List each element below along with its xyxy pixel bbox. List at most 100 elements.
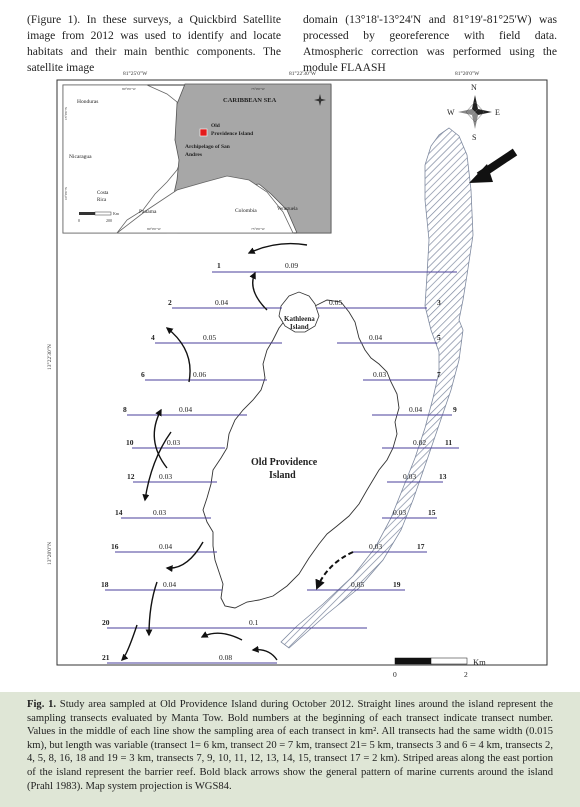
transect-10-number: 10 [126,438,134,447]
transect-21-number: 21 [102,653,110,662]
scale-bar [394,657,468,665]
inset-venezuela: Venezuela [277,207,298,212]
transect-8-value: 0.04 [179,405,192,414]
transect-19-number: 19 [393,580,401,589]
transect-21-value: 0.08 [219,653,232,662]
transect-6-value: 0.06 [193,370,206,379]
inset-archipelago-1: Archipelago of San [185,144,230,150]
scale-label-0: 0 [393,670,397,679]
inset-providence-island: Providence Island [211,131,253,137]
transect-2-number: 2 [168,298,172,307]
transect-13-value: 0.03 [403,472,416,481]
inset-map: CARIBBEAN SEA Honduras Nicaragua Costa R… [62,83,332,234]
old-providence-island [202,299,400,609]
kathleena-label-line-2: Island [290,323,309,331]
transect-16-value: 0.04 [159,542,172,551]
transect-20-number: 20 [102,618,110,627]
inset-central-america [62,84,184,234]
barrier-reef [280,127,474,649]
transect-5-number: 5 [437,333,441,342]
transect-8-number: 8 [123,405,127,414]
island-label-line-2: Island [269,470,296,481]
transect-17-number: 17 [417,542,425,551]
figure-caption: Fig. 1. Study area sampled at Old Provid… [0,692,580,807]
inset-colombia-label: Colombia [235,208,257,214]
transect-19-value: 0.05 [351,580,364,589]
transect-9-value: 0.04 [409,405,422,414]
dashed-current-arrow [315,551,354,590]
transect-11-value: 0.02 [413,438,426,447]
compass-n: N [471,83,477,92]
study-area-map: 81°25'0"W 81°22'30"W 81°20'0"W 13°22'30"… [27,60,559,680]
caption-text: Study area sampled at Old Providence Isl… [27,699,553,792]
intro-left-column: (Figure 1). In these surveys, a Quickbir… [27,13,281,74]
inset-scale-bar-dark [79,212,95,215]
current-arrow-east-head [469,164,493,183]
transect-7-value: 0.03 [373,370,386,379]
tick-lat-2: 13°20'0"N [46,542,53,565]
kathleena-island [278,291,320,333]
transect-16-number: 16 [111,542,119,551]
transect-18-number: 18 [101,580,109,589]
transect-13-number: 13 [439,472,447,481]
compass-s: S [472,133,476,142]
inset-old: Old [211,123,220,129]
transect-9-number: 9 [453,405,457,414]
transect-4-number: 4 [151,333,155,342]
transect-14-value: 0.03 [153,508,166,517]
inset-nicaragua: Nicaragua [69,154,92,160]
transect-1-value: 0.09 [285,261,298,270]
inset-scale-0: 0 [78,218,80,223]
inset-scale-bar-light [94,211,112,216]
inset-tick-top-right: 75°0'0"W [251,87,265,91]
transect-11-number: 11 [445,438,452,447]
inset-costa: Costa [97,191,109,196]
scale-label-2: 2 [464,670,468,679]
tick-lon-1: 81°25'0"W [123,70,148,77]
inset-tick-bottom-right: 75°0'0"W [251,227,265,231]
inset-scale-200: 200 [106,218,112,223]
current-arrows [121,242,308,661]
transect-12-value: 0.03 [159,472,172,481]
transect-5-value: 0.04 [369,333,382,342]
transect-14-number: 14 [115,508,123,517]
tick-lat-1: 13°22'30"N [46,344,53,370]
transect-3-value: 0.05 [329,298,342,307]
compass-rose-icon [458,95,492,129]
transect-lines [105,271,459,664]
transect-18-value: 0.04 [163,580,176,589]
inset-caribbean-sea: CARIBBEAN SEA [223,97,277,104]
inset-compass-icon [314,94,326,106]
inset-tick-left-bottom: 10°0'0"N [64,187,68,200]
compass-w: W [447,108,455,117]
transect-4-value: 0.05 [203,333,216,342]
inset-panama: Panama [139,209,157,215]
transect-10-value: 0.03 [167,438,180,447]
inset-scale-unit: Km [113,211,120,216]
caption-label: Fig. 1. [27,699,57,710]
transect-15-number: 15 [428,508,436,517]
inset-tick-top-left: 80°0'0"W [122,87,136,91]
inset-study-location [199,128,208,137]
inset-colombia [115,175,294,234]
transect-1-number: 1 [217,261,221,270]
transect-6-number: 6 [141,370,145,379]
inset-tick-left-top: 15°0'0"N [64,107,68,120]
transect-3-number: 3 [437,298,441,307]
inset-honduras: Honduras [77,99,98,105]
tick-lon-2: 81°22'30"W [289,70,317,77]
intro-right-column: domain (13°18'-13°24'N and 81°19'-81°25'… [303,13,557,74]
transect-7-number: 7 [437,370,441,379]
kathleena-label-line-1: Kathleena [284,315,315,323]
tick-lon-3: 81°20'0"W [455,70,480,77]
compass-e: E [495,108,500,117]
transect-labels: 1 0.09 2 0.04 3 0.05 4 0.05 5 0.04 6 0.0… [101,261,457,662]
transect-20-value: 0.1 [249,618,259,627]
inset-rica: Rica [97,198,107,203]
transect-12-number: 12 [127,472,135,481]
inset-tick-bottom-left: 80°0'0"W [147,227,161,231]
inset-archipelago-2: Andres [185,152,202,158]
island-label-line-1: Old Providence [251,457,318,468]
transect-15-value: 0.03 [393,508,406,517]
transect-17-value: 0.03 [369,542,382,551]
